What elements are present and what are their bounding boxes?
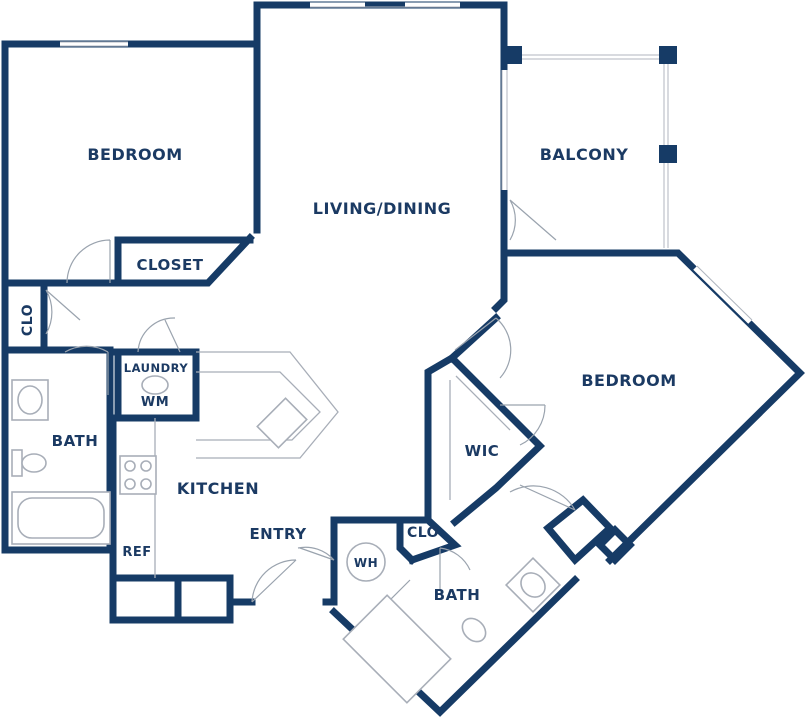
label-clo-1: CLO: [20, 304, 36, 336]
label-bedroom-1: BEDROOM: [87, 145, 182, 164]
label-wic: WIC: [465, 442, 500, 460]
label-living-dining: LIVING/DINING: [313, 199, 451, 218]
label-ref: REF: [122, 545, 151, 560]
doors: [45, 199, 576, 613]
label-bedroom-2: BEDROOM: [581, 371, 676, 390]
windows: [60, 2, 753, 324]
label-wh: WH: [354, 556, 378, 570]
label-balcony: BALCONY: [540, 145, 629, 164]
label-wm: WM: [141, 395, 169, 410]
label-kitchen: KITCHEN: [177, 479, 259, 498]
label-clo-2: CLO: [407, 525, 439, 541]
room-labels: BEDROOM CLOSET LIVING/DINING BALCONY CLO…: [20, 145, 676, 604]
label-entry: ENTRY: [249, 525, 307, 543]
label-closet: CLOSET: [136, 256, 203, 274]
label-laundry: LAUNDRY: [124, 361, 189, 375]
label-bath-2: BATH: [434, 586, 481, 604]
balcony-railing: [504, 46, 677, 248]
label-bath-1: BATH: [52, 432, 99, 450]
fixtures: [11, 351, 562, 704]
